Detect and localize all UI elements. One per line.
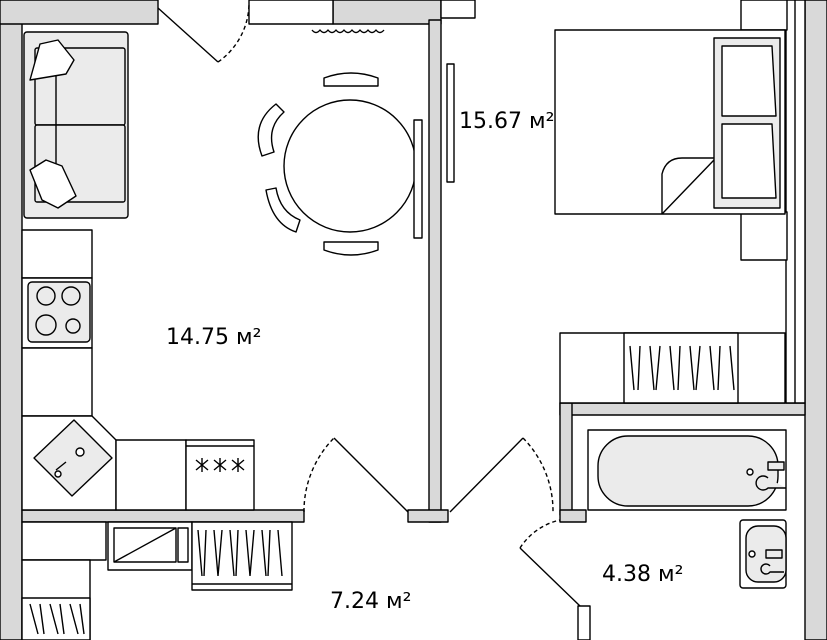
washbasin-icon — [739, 519, 787, 589]
bath-door-jamb — [559, 509, 587, 523]
bathtub-icon — [587, 429, 787, 511]
chair-icon — [323, 241, 379, 256]
bath-wall-left — [559, 402, 573, 516]
left-outer-wall — [0, 0, 23, 640]
top-wall-mid — [332, 0, 442, 25]
chair-icon — [265, 187, 301, 233]
double-bed-icon — [554, 29, 786, 215]
wardrobe-icon — [559, 332, 786, 404]
sink-icon — [33, 419, 113, 497]
right-outer-wall — [804, 0, 827, 640]
top-wall-left — [0, 0, 159, 25]
door-swing-icon — [519, 519, 591, 640]
hall-partition-left — [21, 509, 305, 523]
pillow-icon — [721, 45, 777, 117]
sofa-icon — [23, 31, 129, 219]
oven-icon — [185, 439, 255, 511]
door-swing-icon — [157, 3, 250, 63]
door-swing-icon — [303, 437, 554, 513]
window-sill-left — [248, 0, 334, 25]
hallway-area-label: 7.24 м² — [330, 589, 412, 614]
bathroom-area-label: 4.38 м² — [602, 562, 684, 587]
pillow-icon — [721, 123, 777, 199]
partition-living-bedroom — [428, 19, 442, 523]
pillow-icon — [29, 39, 75, 81]
bedroom-area-label: 15.67 м² — [459, 109, 555, 134]
chair-icon — [257, 103, 285, 157]
hall-partition-right — [407, 509, 449, 523]
bedroom-window — [740, 0, 806, 404]
radiator-icon — [311, 29, 385, 34]
faucet-icon — [760, 549, 784, 575]
wardrobe-icon — [191, 521, 293, 591]
bath-wall-top — [559, 402, 806, 416]
top-wall-right-stub — [440, 0, 476, 19]
pillow-icon — [29, 159, 77, 209]
wardrobe-icon — [21, 597, 91, 640]
faucet-icon — [755, 461, 786, 491]
chair-icon — [323, 72, 379, 87]
living-kitchen-area-label: 14.75 м² — [166, 325, 262, 350]
dining-table-icon — [257, 63, 455, 256]
stove-icon — [27, 281, 91, 343]
